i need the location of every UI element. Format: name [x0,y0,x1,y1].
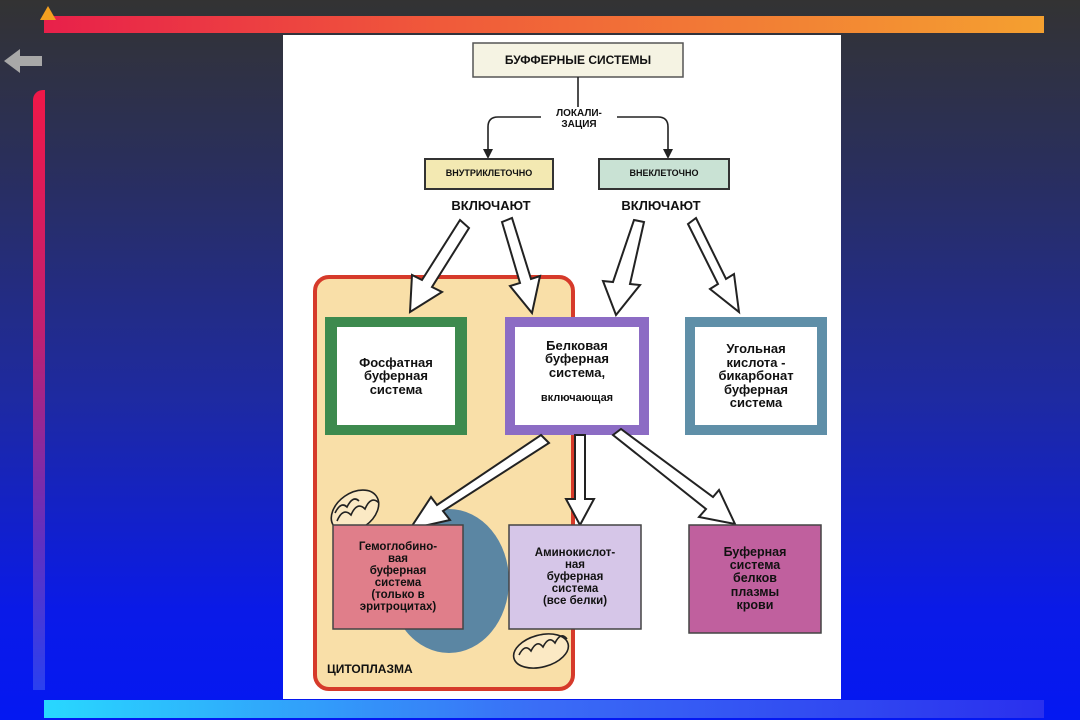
protein-arrows [407,427,737,531]
aminoacid-buffer-label: Аминокислот- ная буферная система (все б… [534,546,616,608]
diagram-title: БУФФЕРНЫЕ СИСТЕМЫ [504,52,652,67]
extracellular-label: ВНЕКЛЕТОЧНО [629,168,699,179]
aminoacid-box-shape [508,524,642,630]
includes-arrows [408,216,741,317]
protein-buffer-label: Белковая буферная система, [545,337,609,380]
plasma-box-shape [688,524,822,634]
bottom-accent-bar [44,700,1044,718]
phosphate-buffer-label: Фосфатная буферная система [359,354,433,397]
carbonic-buffer-label: Угольная кислота - бикарбонат буферная с… [718,340,794,411]
extracellular-box-shape [598,158,730,190]
diagram-graphics [313,42,827,691]
top-accent-bar [44,16,1044,33]
left-arrow-icon [4,49,42,73]
hemoglobin-box-shape [332,524,464,630]
corner-triangle-decoration [40,6,56,20]
mitochondrion-bottom [512,633,570,669]
buffer-systems-diagram: БУФФЕРНЫЕ СИСТЕМЫ ЛОКАЛИ- ЗАЦИЯ ВНУТРИКЛ… [283,35,841,699]
hemoglobin-buffer-label: Гемоглобино- вая буферная система (тольк… [358,540,438,614]
plasma-buffer-label: Буферная система белков плазмы крови [723,545,787,612]
mitochondrion-top [330,489,380,533]
localization-label: ЛОКАЛИ- ЗАЦИЯ [556,108,602,130]
includes-left-label: ВКЛЮЧАЮТ [451,197,531,213]
left-accent-bar [33,90,45,690]
back-button[interactable] [2,46,44,76]
title-box-shape [472,42,684,78]
intracellular-label: ВНУТРИКЛЕТОЧНО [445,168,533,179]
cytoplasm-label: ЦИТОПЛАЗМА [327,661,413,676]
protein-buffer-sublabel: включающая [540,392,614,405]
includes-right-label: ВКЛЮЧАЮТ [621,197,701,213]
intracellular-box-shape [424,158,554,190]
